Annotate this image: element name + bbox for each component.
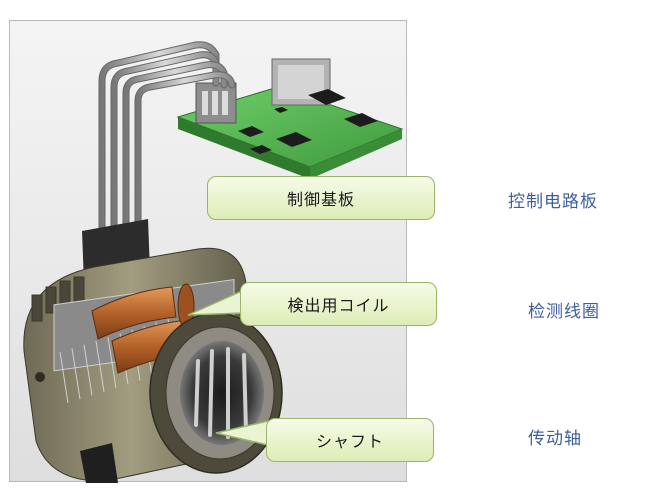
callout-shaft: シャフト [266, 418, 434, 462]
callout-control-board: 制御基板 [207, 176, 435, 220]
callout-detection-coil: 検出用コイル [240, 282, 437, 326]
label-detection-coil-zh: 检测线圈 [528, 302, 600, 322]
label-shaft-jp: シャフト [315, 432, 384, 451]
sensor-drawing [23, 41, 404, 483]
sensor-housing [23, 247, 283, 483]
label-control-board-zh: 控制电路板 [508, 192, 598, 212]
label-control-board-jp: 制御基板 [286, 190, 355, 209]
shaft-rollers [194, 347, 248, 439]
label-detection-coil-jp: 検出用コイル [287, 296, 390, 315]
sensor-illustration [9, 20, 407, 483]
board-chips [238, 89, 378, 154]
lead-wires [98, 41, 236, 239]
label-shaft-zh: 传动轴 [528, 429, 582, 449]
control-board [176, 58, 404, 179]
